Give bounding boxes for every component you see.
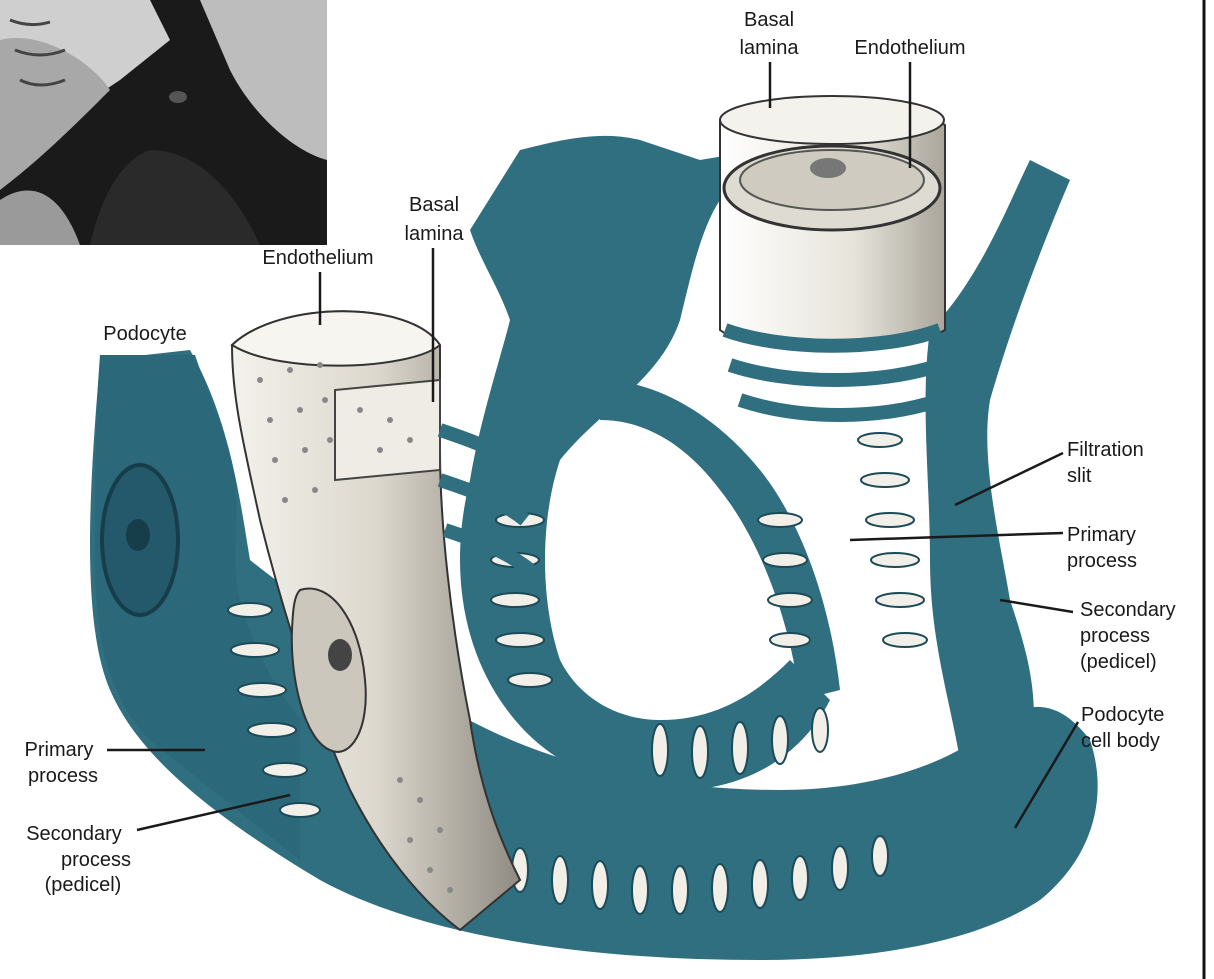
label-secondary-process-left-line2: process: [61, 849, 131, 871]
label-basal-lamina-top-line1: Basal: [744, 9, 794, 31]
label-filtration-slit-line2: slit: [1067, 465, 1092, 487]
label-secondary-process-right-line3: (pedicel): [1080, 651, 1157, 673]
label-primary-process-right-line1: Primary: [1067, 524, 1136, 546]
label-podocyte-cell-body-line2: cell body: [1081, 730, 1160, 752]
micrograph-inset: [0, 0, 327, 245]
label-basal-lamina-top-line2: lamina: [740, 37, 800, 59]
label-podocyte-cell-body-line1: Podocyte: [1081, 704, 1164, 726]
label-endothelium-top: Endothelium: [854, 37, 965, 59]
label-secondary-process-right-line1: Secondary: [1080, 599, 1176, 621]
label-primary-process-right-line2: process: [1067, 550, 1137, 572]
label-basal-lamina-mid-line1: Basal: [409, 194, 459, 216]
label-endothelium-left: Endothelium: [262, 247, 373, 269]
label-secondary-process-right-line2: process: [1080, 625, 1150, 647]
label-primary-process-left-line1: Primary: [25, 739, 94, 761]
label-basal-lamina-mid-line2: lamina: [405, 223, 465, 245]
label-filtration-slit-line1: Filtration: [1067, 439, 1144, 461]
label-primary-process-left-line2: process: [28, 765, 98, 787]
label-secondary-process-left-line3: (pedicel): [45, 874, 122, 896]
label-secondary-process-left-line1: Secondary: [26, 823, 122, 845]
label-podocyte: Podocyte: [103, 323, 186, 345]
